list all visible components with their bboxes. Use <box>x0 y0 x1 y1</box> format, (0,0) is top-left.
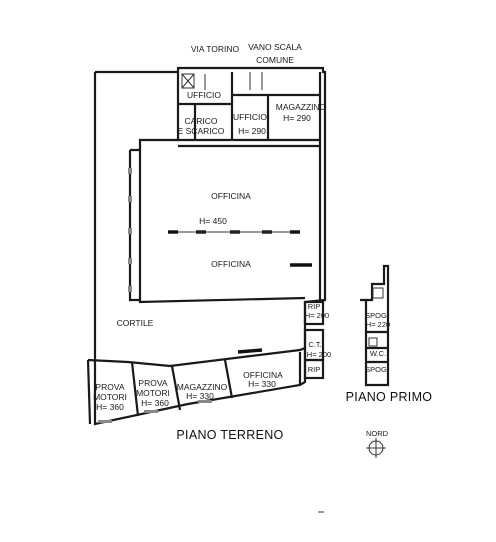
rip-1-room <box>303 300 325 326</box>
via-torino-label: VIA TORINO <box>191 44 240 54</box>
outer-wall <box>93 66 327 426</box>
ground-floor-walls <box>86 66 327 426</box>
vano-scala-label-2: COMUNE <box>256 55 294 65</box>
carico-label-1: CARICO <box>184 116 217 126</box>
h220-label: H= 220 <box>366 320 390 329</box>
prova-motori-1-height: H= 360 <box>96 402 124 412</box>
room-labels: VIA TORINO VANO SCALA COMUNE UFFICIO UFF… <box>93 42 390 412</box>
piano-terreno-title: PIANO TERRENO <box>176 428 283 442</box>
west-columns <box>128 168 132 292</box>
stair-box <box>181 73 195 89</box>
h330-label-b: H= 330 <box>248 379 276 389</box>
prova-motori-1-label-b: MOTORI <box>93 392 127 402</box>
ufficio-label-2: UFFICIO <box>233 112 267 122</box>
south-wing-top <box>87 346 306 368</box>
north-label: NORD <box>366 429 389 438</box>
piano-primo-title: PIANO PRIMO <box>346 390 433 404</box>
prova-motori-1-label-a: PROVA <box>95 382 124 392</box>
magazzino-bottom-label: MAGAZZINO <box>177 382 228 392</box>
rip-label-2: RIP <box>308 365 321 374</box>
h450-label: H= 450 <box>199 216 227 226</box>
rip-2-room <box>303 358 325 380</box>
prova-motori-2-label-a: PROVA <box>138 378 167 388</box>
h200-label-b: H= 200 <box>307 350 331 359</box>
first-floor-walls <box>360 264 390 387</box>
cortile-label: CORTILE <box>117 318 154 328</box>
prova-motori-2-height: H= 360 <box>141 398 169 408</box>
north-arrow: NORD <box>366 429 389 458</box>
officina-label-2: OFFICINA <box>211 259 251 269</box>
office-block <box>130 72 180 152</box>
h290-label-a: H= 290 <box>238 126 266 136</box>
officina-label-1: OFFICINA <box>211 191 251 201</box>
vano-scala-label-1: VANO SCALA <box>248 42 302 52</box>
h330-label-a: H= 330 <box>186 391 214 401</box>
spog-label-2: SPOG. <box>365 365 389 374</box>
spog-label-1: SPOG. <box>365 311 389 320</box>
ufficio-label-1: UFFICIO <box>187 90 221 100</box>
officina-hall <box>128 150 306 304</box>
h290-label-b: H= 290 <box>283 113 311 123</box>
wc-label: W.C. <box>370 349 386 358</box>
h200-label-a: H= 200 <box>305 311 329 320</box>
carico-label-2: E SCARICO <box>178 126 225 136</box>
prova-motori-2-label-b: MOTORI <box>136 388 170 398</box>
first-floor-outline <box>360 264 390 387</box>
ct-label: C.T. <box>308 340 321 349</box>
officina-label-3: OFFICINA <box>243 370 283 380</box>
magazzino-top-label: MAGAZZINO <box>276 102 327 112</box>
rip-label-1: RIP <box>308 302 321 311</box>
